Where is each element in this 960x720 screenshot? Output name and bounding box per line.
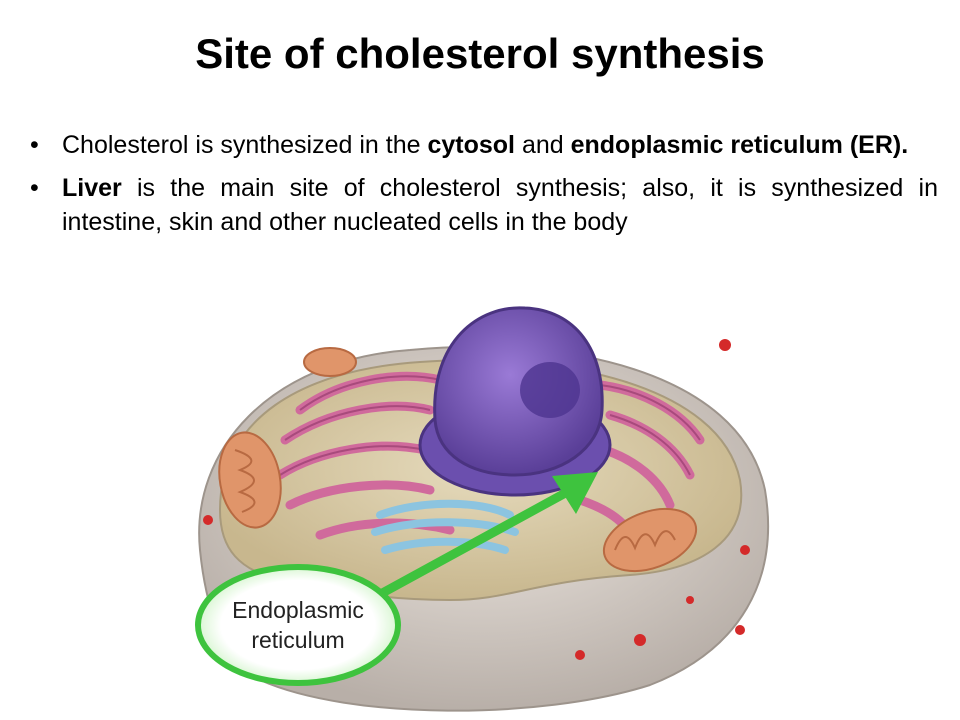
- bullet-list: • Cholesterol is synthesized in the cyto…: [30, 128, 938, 248]
- mitochondrion: [602, 507, 698, 573]
- bullet-text-bold: cytosol: [427, 131, 515, 159]
- bullet-text-part: is the main site of cholesterol synthesi…: [62, 174, 938, 236]
- mitochondrion: [303, 347, 357, 377]
- nucleolus: [520, 362, 580, 418]
- bullet-text-part: Cholesterol is synthesized in the: [62, 131, 428, 159]
- bullet-dot-icon: •: [30, 174, 39, 202]
- bullet-item: • Cholesterol is synthesized in the cyto…: [30, 128, 938, 162]
- bullet-text-bold: endoplasmic reticulum (ER).: [570, 131, 909, 159]
- nucleus: [433, 306, 604, 477]
- bullet-item: • Liver is the main site of cholesterol …: [30, 171, 938, 239]
- bullet-text-part: and: [515, 131, 571, 159]
- er-callout: Endoplasmic reticulum: [195, 564, 401, 686]
- slide-title: Site of cholesterol synthesis: [195, 30, 765, 77]
- pointer-arrow-icon: [350, 472, 598, 613]
- cell-illustration: Endoplasmic reticulum: [195, 306, 770, 712]
- ribosomes: [203, 339, 750, 660]
- callout-line-2: reticulum: [251, 627, 344, 653]
- mitochondrion: [218, 431, 282, 529]
- callout-line-1: Endoplasmic: [232, 597, 364, 623]
- bullet-dot-icon: •: [30, 131, 39, 159]
- bullet-text-bold: Liver: [62, 174, 122, 202]
